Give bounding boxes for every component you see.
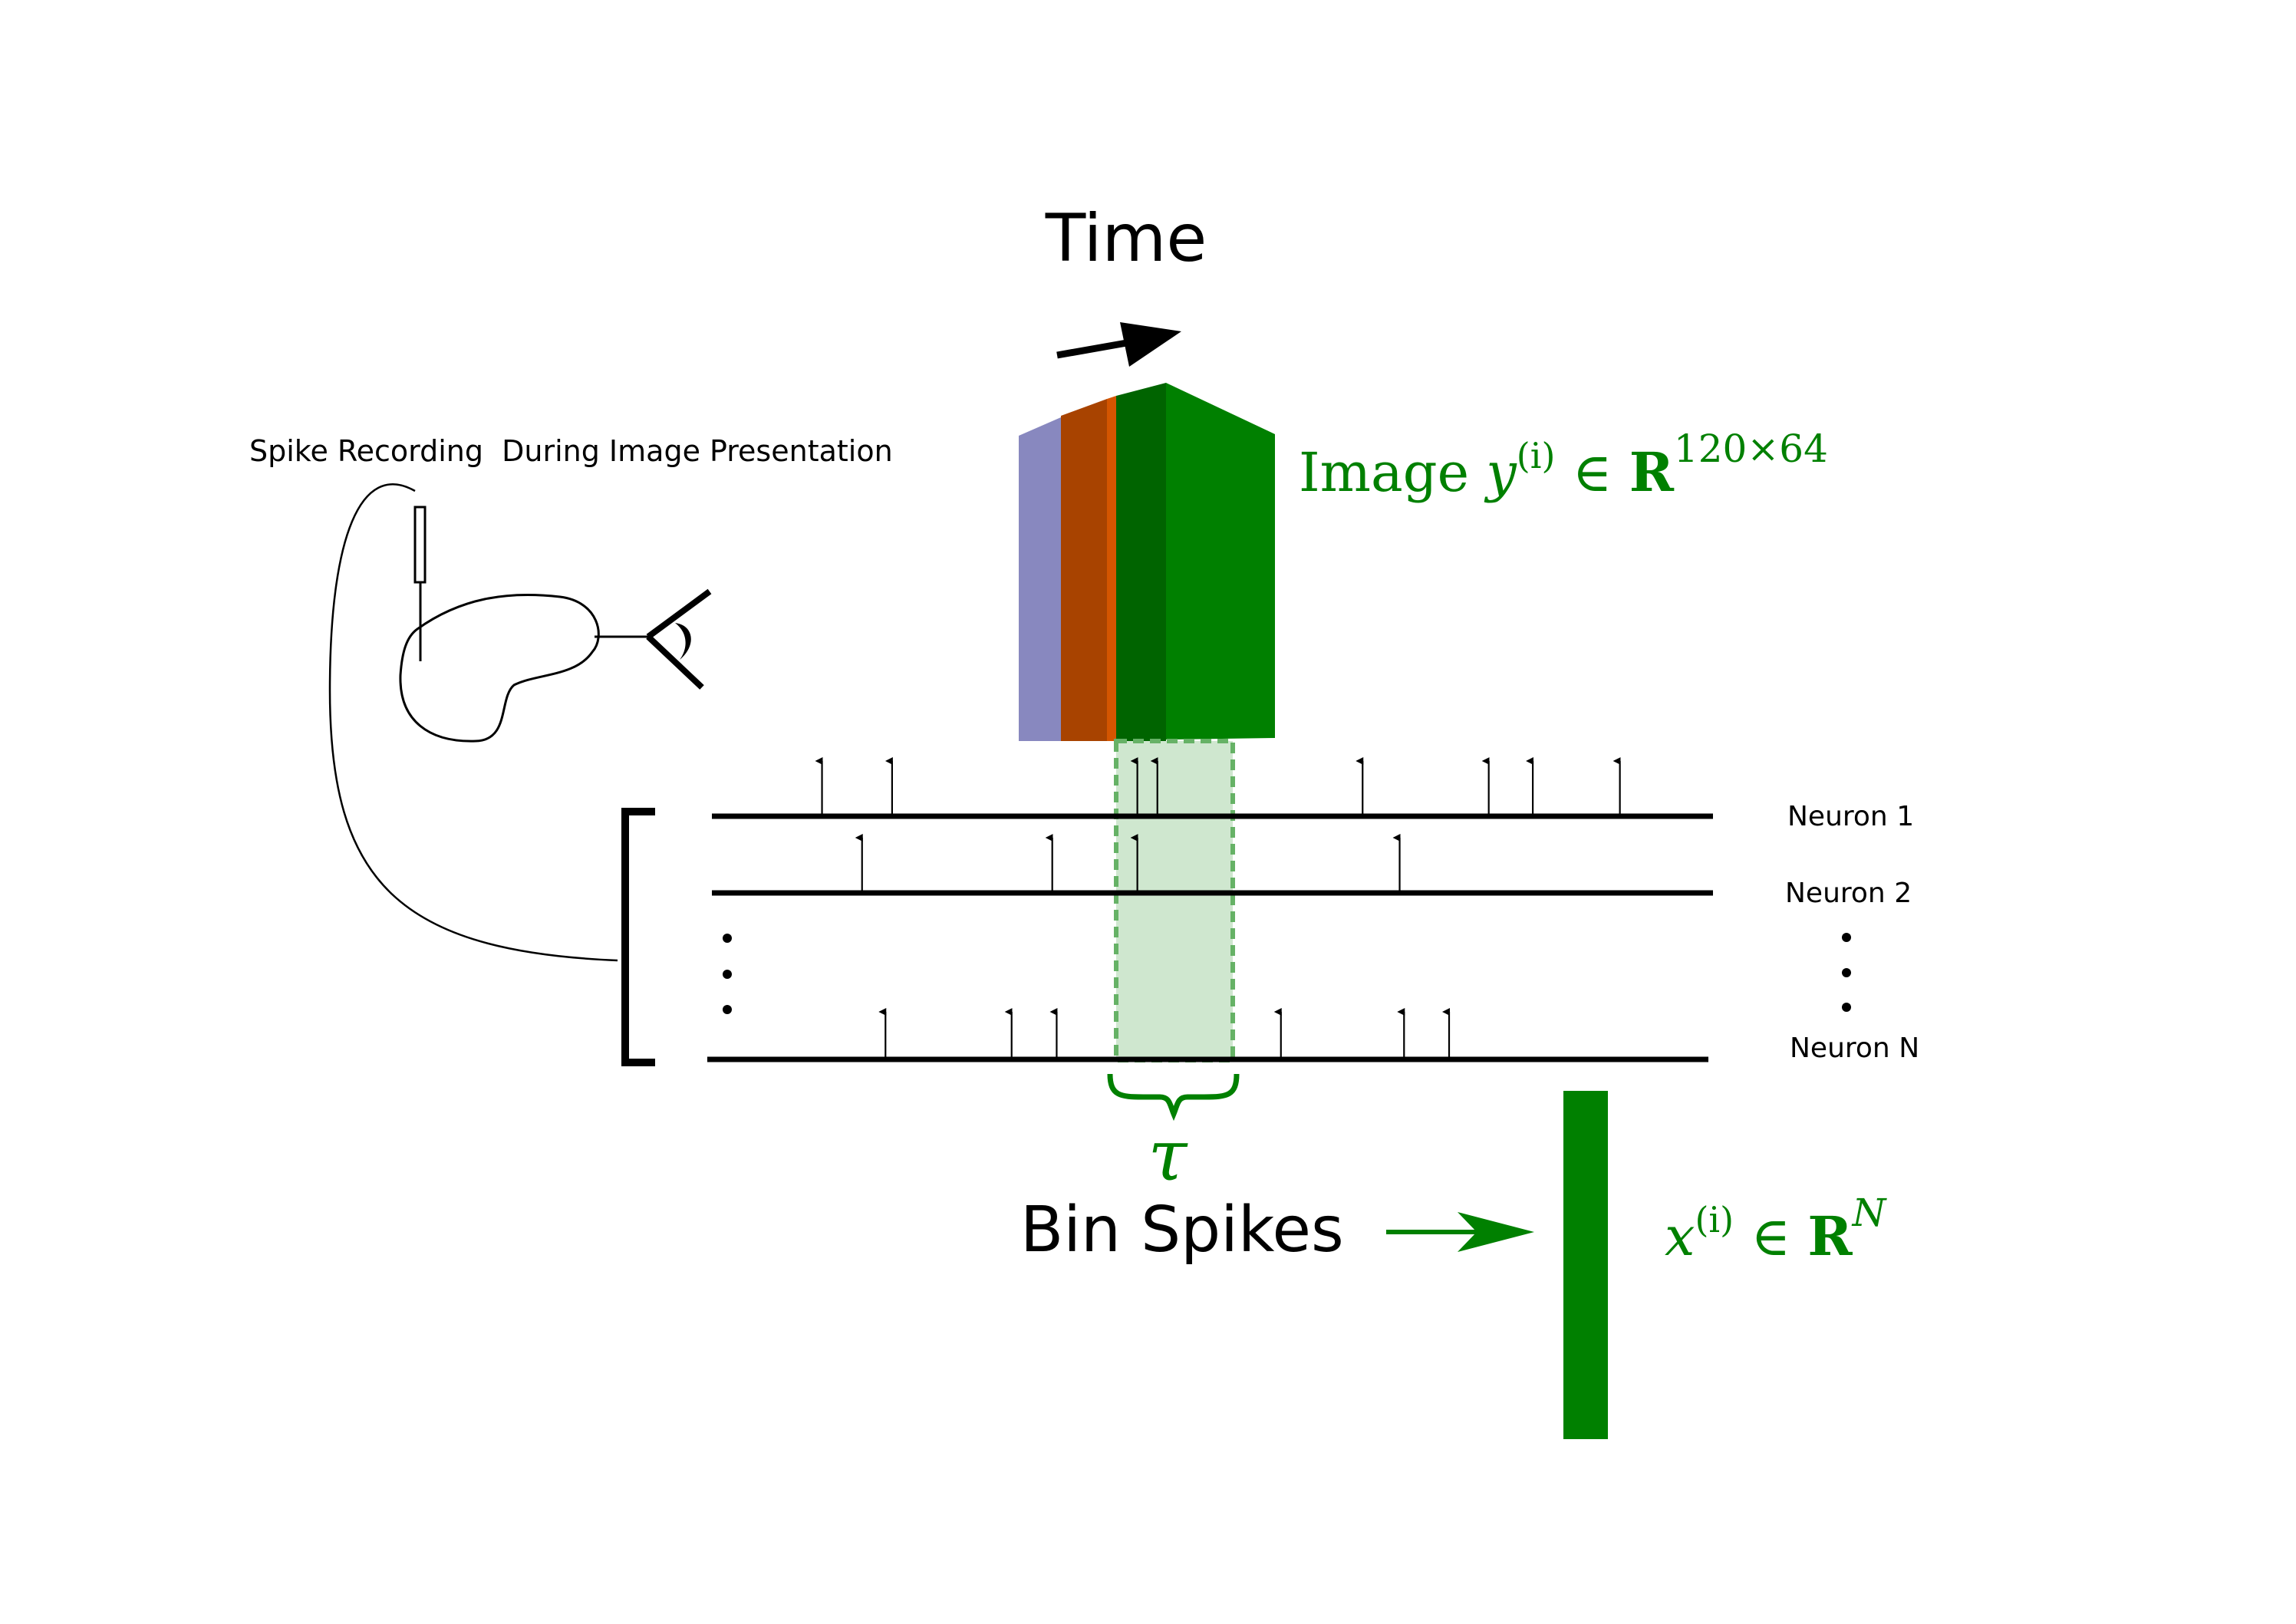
image-frame-green bbox=[1166, 383, 1275, 740]
tau-label: τ bbox=[1148, 1115, 1189, 1197]
tau-brace bbox=[1107, 1073, 1240, 1122]
image-frame-lavender bbox=[1019, 417, 1061, 741]
row-ellipsis-left bbox=[723, 934, 732, 1014]
recording-label: Spike Recording During Image Presentatio… bbox=[249, 434, 893, 468]
image-label-var: y bbox=[1484, 441, 1517, 504]
bin-window bbox=[1114, 739, 1235, 1062]
spike-count-vector bbox=[1563, 1091, 1608, 1439]
image-frame-orange-edge bbox=[1107, 396, 1116, 741]
time-arrow-icon bbox=[1056, 322, 1181, 367]
image-label-dims: 120×64 bbox=[1674, 427, 1828, 471]
electrode-icon bbox=[413, 506, 427, 661]
vector-label-var: x bbox=[1665, 1205, 1695, 1268]
vector-label-member: ∈ bbox=[1734, 1205, 1807, 1268]
image-stack bbox=[1019, 383, 1275, 741]
image-label-space: R bbox=[1629, 440, 1675, 504]
vector-label-sup: (i) bbox=[1695, 1199, 1734, 1240]
vector-label-dims: N bbox=[1852, 1191, 1888, 1235]
row-ellipsis-right bbox=[1842, 933, 1851, 1012]
image-label-member: ∈ bbox=[1555, 441, 1629, 504]
recording-wire bbox=[328, 483, 618, 962]
bin-arrow-icon bbox=[1386, 1212, 1534, 1252]
neuron-bracket bbox=[621, 808, 655, 1066]
image-label-sup: (i) bbox=[1517, 435, 1556, 476]
neuron-label-1: Neuron 1 bbox=[1787, 801, 1914, 832]
time-title: Time bbox=[1045, 200, 1207, 277]
neuron-label-2: Neuron 2 bbox=[1785, 878, 1912, 909]
neuron-label-3: Neuron N bbox=[1790, 1033, 1919, 1064]
eye-icon bbox=[646, 588, 712, 690]
vector-label-space: R bbox=[1807, 1204, 1853, 1268]
vector-label: x(i) ∈ RN bbox=[1665, 1191, 1888, 1268]
brain-icon bbox=[399, 593, 600, 743]
image-label-prefix: Image bbox=[1299, 441, 1486, 504]
neuron-rows: Neuron 1 Neuron 2 Neuron N bbox=[707, 757, 1919, 1064]
image-frame-orange bbox=[1061, 399, 1107, 741]
image-label: Image y(i) ∈ R120×64 bbox=[1299, 427, 1828, 504]
image-frame-dark-green bbox=[1116, 383, 1166, 741]
bin-spikes-label: Bin Spikes bbox=[1020, 1194, 1344, 1267]
